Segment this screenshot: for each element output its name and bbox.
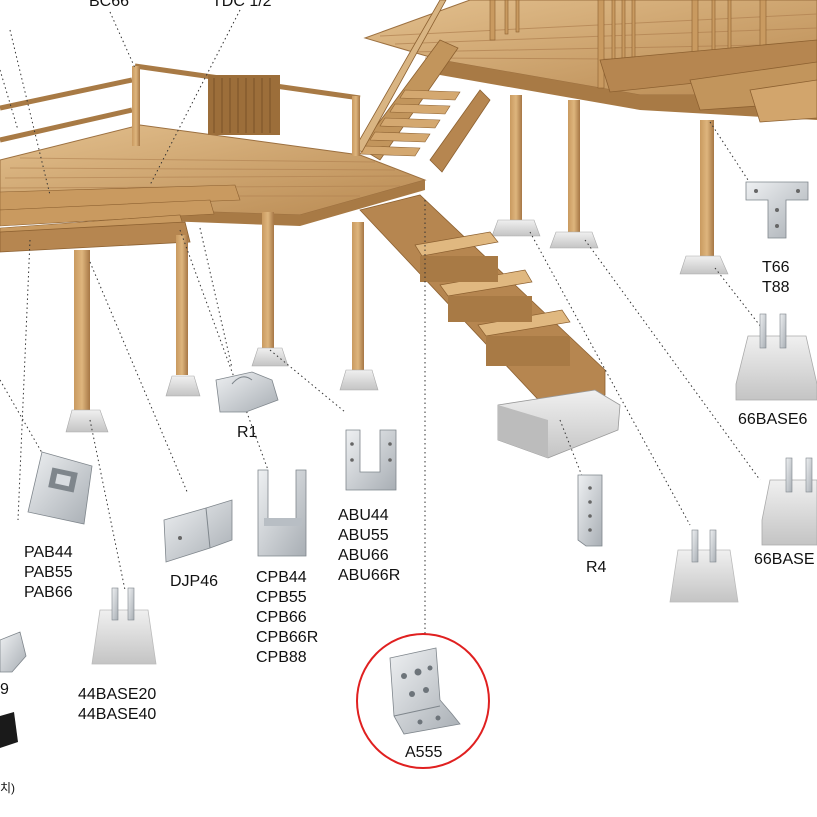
- pab-base: [27, 451, 93, 525]
- label-cpb55: CPB55: [256, 589, 307, 606]
- upper-stairs: [354, 0, 491, 173]
- label-r4: R4: [586, 559, 607, 576]
- left-part-dark: [0, 712, 18, 748]
- lower-stairs: [359, 194, 621, 459]
- label-abu66: ABU66: [338, 547, 389, 564]
- 66base-block-1: [735, 313, 817, 401]
- r1-bracket: [215, 371, 279, 413]
- label-cpb-group: CPB44 CPB55 CPB66 CPB66R CPB88: [256, 568, 318, 668]
- label-t88: T88: [762, 279, 790, 296]
- label-44base20: 44BASE20: [78, 686, 157, 703]
- label-cpb44: CPB44: [256, 569, 307, 586]
- label-66base-2: 66BASE: [754, 551, 815, 568]
- label-pab66: PAB66: [24, 584, 73, 601]
- label-cpb66r: CPB66R: [256, 629, 319, 646]
- label-a555: A555: [405, 744, 443, 761]
- r4-strap: [577, 474, 603, 547]
- label-44base40: 44BASE40: [78, 706, 157, 723]
- label-left-note: 치): [0, 781, 16, 795]
- label-cpb66: CPB66: [256, 609, 307, 626]
- djp46-angle: [163, 499, 233, 563]
- label-abu66r: ABU66R: [338, 567, 401, 584]
- base-block-small: [669, 529, 739, 603]
- label-t66: T66: [762, 259, 790, 276]
- label-bc66: BC66: [89, 0, 130, 10]
- cpb-post-base: [257, 469, 307, 557]
- a555-highlight-circle: [356, 633, 490, 769]
- upper-deck: [363, 0, 817, 275]
- left-part-metal: [0, 631, 27, 673]
- 66base-block-2: [761, 457, 817, 546]
- label-abu55: ABU55: [338, 527, 389, 544]
- label-pab55: PAB55: [24, 564, 73, 581]
- label-cpb88: CPB88: [256, 649, 307, 666]
- abu-bracket: [345, 429, 397, 491]
- leader-lines: [0, 9, 766, 636]
- 44base-block: [91, 587, 157, 665]
- label-r1: R1: [237, 424, 258, 441]
- label-abu44: ABU44: [338, 507, 389, 524]
- label-abu-group: ABU44 ABU55 ABU66 ABU66R: [338, 506, 400, 586]
- label-djp46: DJP46: [170, 573, 219, 590]
- label-44base-group: 44BASE20 44BASE40: [78, 685, 156, 725]
- t66-plate: [745, 181, 809, 239]
- label-pab-group: PAB44 PAB55 PAB66: [24, 543, 73, 603]
- label-left-number: 9: [0, 681, 9, 698]
- label-t66-t88: T66 T88: [762, 258, 790, 298]
- label-66base-1: 66BASE6: [738, 411, 808, 428]
- main-deck: [0, 63, 427, 433]
- label-tdc: TDC 1/2: [212, 0, 272, 10]
- label-pab44: PAB44: [24, 544, 73, 561]
